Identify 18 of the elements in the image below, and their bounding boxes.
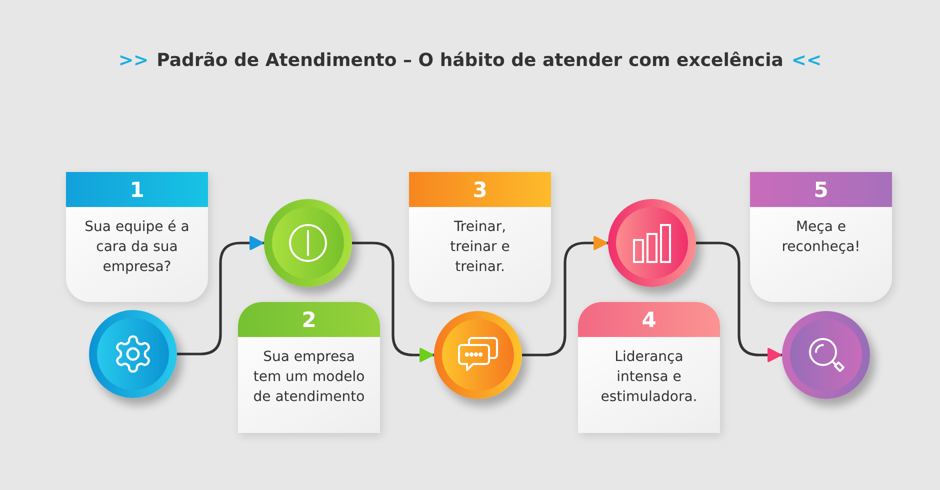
step-card: [238, 302, 380, 433]
step-description: Liderança intensa e estimuladora.: [600, 348, 698, 407]
step-card: [409, 172, 551, 302]
step-number: 3: [409, 172, 551, 207]
step-description: Meça e reconheça!: [780, 218, 862, 257]
step-description: Treinar, treinar e treinar.: [449, 218, 511, 277]
step-card: [750, 172, 892, 302]
step-card: [578, 302, 720, 433]
title-marker: >>: [118, 50, 149, 71]
step-number: 1: [66, 172, 208, 207]
step-number: 4: [578, 302, 720, 337]
step-description: Sua empresa tem um modelo de atendimento: [252, 348, 366, 407]
title: Padrão de Atendimento – O hábito de atender com excelência: [156, 50, 784, 71]
step-description: Sua equipe é a cara da sua empresa?: [84, 218, 190, 277]
step-number: 5: [750, 172, 892, 207]
step-card: [66, 172, 208, 302]
title-marker: <<: [791, 50, 822, 71]
step-number: 2: [238, 302, 380, 337]
